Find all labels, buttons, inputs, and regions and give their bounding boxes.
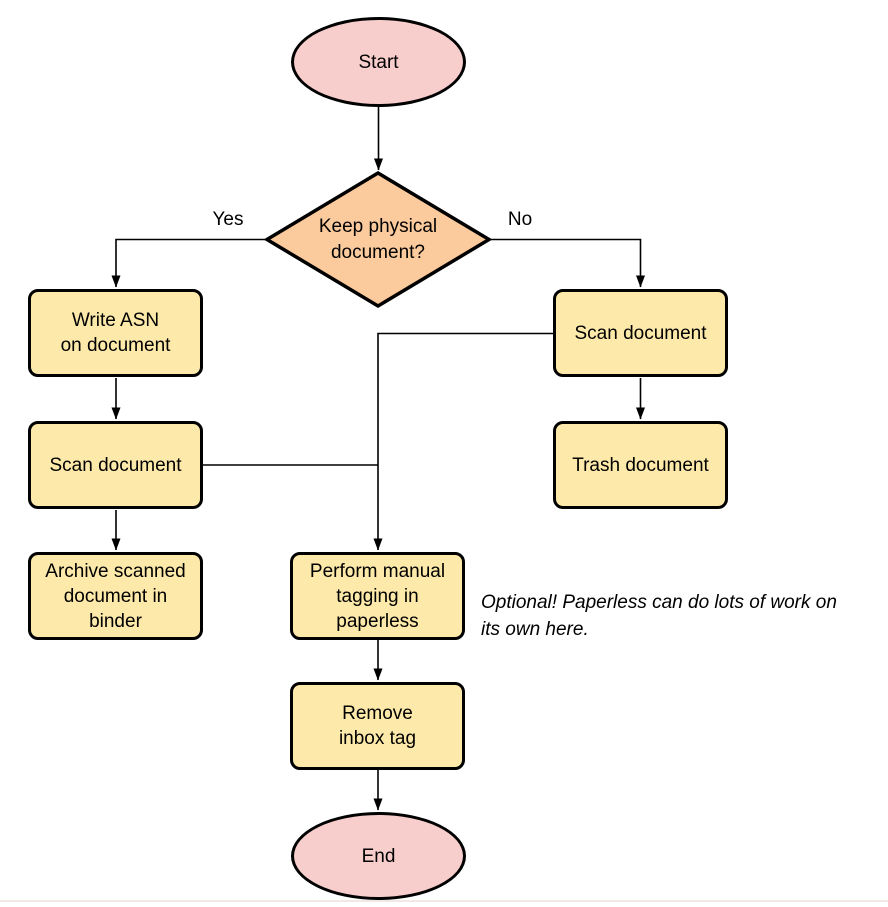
start-node: Start xyxy=(291,17,466,107)
write-asn-node-label: Write ASN on document xyxy=(60,310,171,356)
write-asn-node: Write ASN on document xyxy=(28,289,203,377)
bottom-divider xyxy=(0,900,888,902)
trash-document-node: Trash document xyxy=(553,421,728,509)
edge-label-no: No xyxy=(507,209,533,230)
decision-node-shape xyxy=(263,170,493,309)
start-node-label: Start xyxy=(358,51,399,73)
remove-inbox-tag-node-label: Remove inbox tag xyxy=(338,703,417,749)
edge-decision-yes xyxy=(111,238,266,288)
scan-document-right-node: Scan document xyxy=(553,289,728,377)
end-node: End xyxy=(291,812,466,900)
edge-label-yes: Yes xyxy=(212,209,244,230)
archive-document-node: Archive scanned document in binder xyxy=(28,552,203,640)
optional-note: Optional! Paperless can do lots of work … xyxy=(481,592,837,640)
decision-node-label: Keep physical document? xyxy=(318,216,438,263)
scan-document-left-node: Scan document xyxy=(28,421,203,509)
manual-tagging-node-label: Perform manual tagging in paperless xyxy=(309,560,446,632)
remove-inbox-tag-node: Remove inbox tag xyxy=(290,682,465,770)
archive-document-node-label: Archive scanned document in binder xyxy=(45,560,186,632)
end-node-label: End xyxy=(361,845,396,867)
decision-node: Keep physical document? xyxy=(278,211,478,269)
edge-decision-no xyxy=(490,238,645,288)
trash-document-node-label: Trash document xyxy=(572,454,709,476)
scan-document-left-node-label: Scan document xyxy=(49,454,182,476)
scan-document-right-node-label: Scan document xyxy=(574,322,707,344)
manual-tagging-node: Perform manual tagging in paperless xyxy=(290,552,465,640)
edge-scanright-to-tagging xyxy=(373,332,553,551)
